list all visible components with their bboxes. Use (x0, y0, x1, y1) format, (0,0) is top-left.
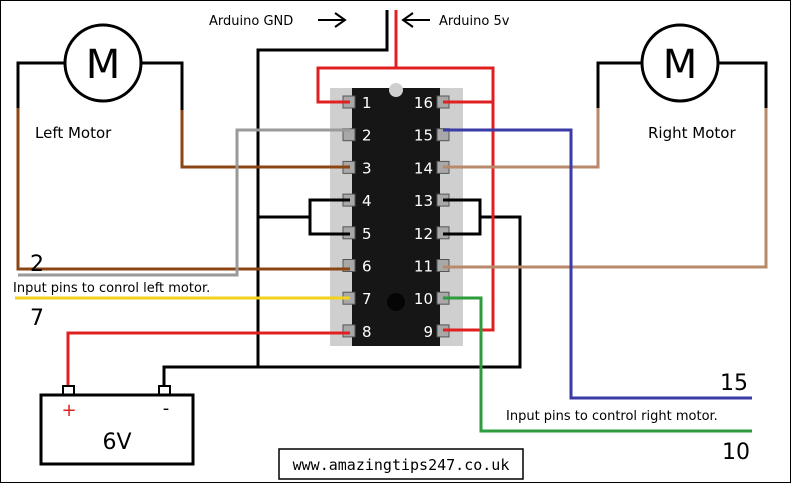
chip-notch (389, 83, 403, 97)
chip-right-pin-number: 9 (423, 323, 433, 341)
left-motor-circle (63, 23, 143, 103)
wire-gnd-left-pins (308, 198, 350, 236)
label-left-motor: Left Motor (35, 124, 112, 142)
label-left-input-text: Input pins to conrol left motor. (13, 281, 210, 296)
right-motor-circle (640, 23, 720, 103)
wire-input-15-blue (443, 128, 752, 400)
label-left-num-top: 2 (30, 252, 44, 277)
wire-gnd-main (162, 10, 389, 386)
chip-right-pin-number: 10 (414, 290, 433, 308)
chip-left-pin-number: 6 (362, 258, 372, 276)
chip-pin-labels: 1 16 2 15 3 14 4 13 5 12 6 11 7 10 8 9 (362, 94, 433, 341)
wire-right-motor-d (443, 108, 768, 269)
battery-minus-sign: - (163, 398, 170, 419)
label-right-input-text: Input pins to control right motor. (506, 409, 718, 424)
wire-5v-main (316, 10, 398, 104)
label-left-num-bottom: 7 (30, 306, 44, 331)
wire-right-motor-c (718, 61, 768, 108)
battery-body (39, 393, 195, 466)
chip-left-pin-number: 2 (362, 127, 372, 145)
chip-left-pin (342, 324, 356, 338)
wire-right-motor-b (443, 108, 600, 169)
wire-gnd-right-return (258, 215, 522, 369)
right-motor-symbol: M (663, 42, 698, 88)
wire-input-2-grey (18, 128, 350, 277)
website-text: www.amazingtips247.co.uk (293, 456, 510, 474)
wire-left-motor-d (180, 110, 350, 169)
wire-5v-right (396, 66, 495, 104)
chip-right-pin-number: 11 (414, 258, 433, 276)
label-right-motor: Right Motor (648, 124, 736, 142)
label-arduino-5v: Arduino 5v (439, 14, 510, 29)
wire-left-motor-a (16, 61, 65, 108)
chip-left-pin-number: 4 (362, 192, 372, 210)
label-right-num-bottom: 10 (722, 440, 750, 465)
wire-left-motor-c (142, 61, 184, 110)
chip-right-pin-number: 15 (414, 127, 433, 145)
arrow-gnd (318, 12, 347, 28)
website-box: www.amazingtips247.co.uk (278, 448, 524, 480)
battery-plus-sign: + (61, 400, 76, 421)
wire-5v-pin9 (443, 102, 495, 332)
wire-left-motor-b (16, 108, 350, 271)
chip-right-pin-number: 12 (414, 225, 433, 243)
left-motor-symbol: M (86, 42, 121, 88)
left-motor: M (63, 23, 143, 103)
chip-right-pin-number: 14 (414, 159, 433, 177)
arrow-5v (401, 12, 430, 28)
chip-left-pin-number: 1 (362, 94, 372, 112)
label-arduino-gnd: Arduino GND (209, 14, 293, 29)
website-border (278, 448, 524, 480)
chip-left-pin-number: 5 (362, 225, 372, 243)
wire-battery-plus (66, 331, 350, 386)
wire-input-10-green (443, 296, 752, 433)
label-right-num-top: 15 (720, 371, 748, 396)
chip-left-pin-number: 8 (362, 323, 372, 341)
chip-left-pin-number: 7 (362, 290, 372, 308)
battery: + - 6V (39, 385, 195, 466)
battery-voltage: 6V (102, 430, 131, 455)
chip-left-pin-number: 3 (362, 159, 372, 177)
wire-right-motor-a (596, 61, 641, 108)
right-motor: M (640, 23, 720, 103)
chip-dot (387, 293, 405, 311)
chip-right-pin-number: 13 (414, 192, 433, 210)
chip-right-pin-number: 16 (414, 94, 433, 112)
